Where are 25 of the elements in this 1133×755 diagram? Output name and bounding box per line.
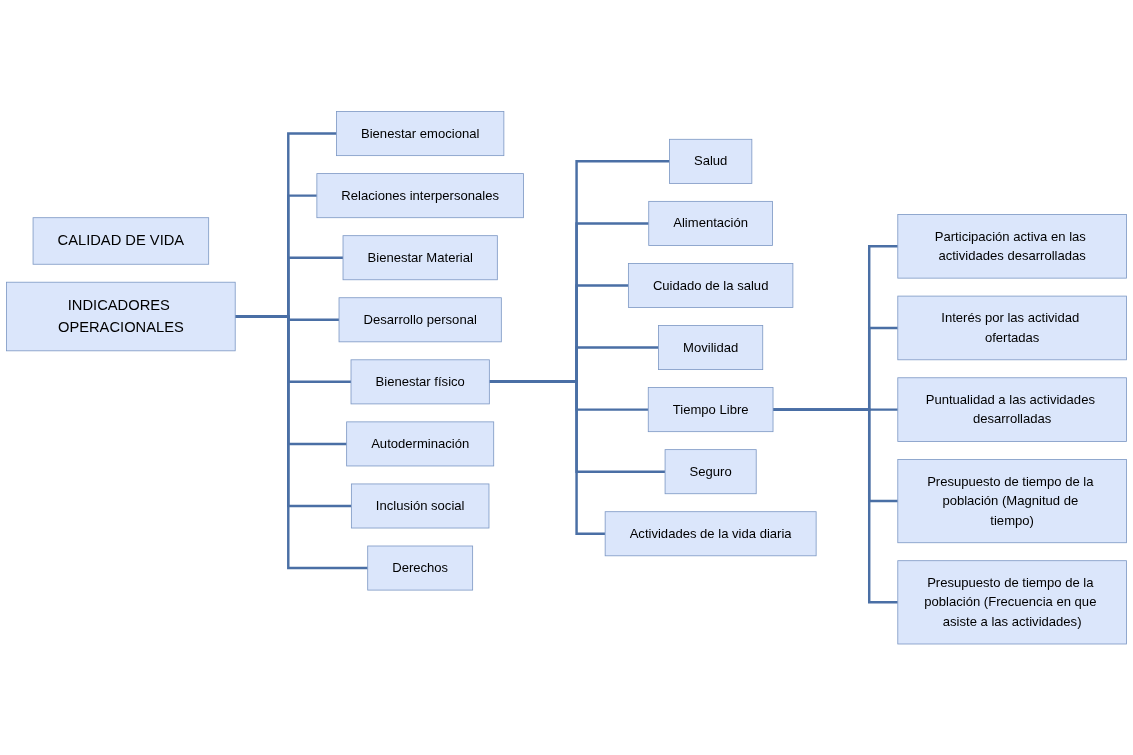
- node-box: Cuidado de la salud: [628, 262, 794, 308]
- connector: [235, 315, 368, 569]
- node-box: Participación activa en las actividades desarrolladas: [897, 213, 1127, 279]
- node-box: Relaciones interpersonales: [316, 172, 524, 218]
- connector: [773, 408, 898, 604]
- node-box: Autoderminación: [346, 421, 495, 467]
- node-box: Alimentación: [648, 200, 773, 246]
- node-box: Derechos: [367, 545, 474, 591]
- node-box: INDICADORES OPERACIONALES: [6, 281, 236, 351]
- node-box: Inclusión social: [350, 483, 490, 529]
- node-box: Movilidad: [658, 324, 764, 370]
- node-box: Actividades de la vida diaria: [604, 511, 817, 556]
- connector: [489, 380, 606, 535]
- node-box: CALIDAD DE VIDA: [32, 217, 210, 265]
- node-box: Salud: [669, 138, 753, 184]
- node-box: Interés por las actividad ofertadas: [897, 295, 1127, 360]
- node-box: Bienestar físico: [350, 359, 490, 405]
- node-box: Presupuesto de tiempo de la población (Magnitud de tiempo): [897, 458, 1127, 543]
- node-box: Bienestar emocional: [336, 110, 505, 156]
- node-box: Bienestar Material: [342, 235, 498, 280]
- node-box: Puntualidad a las actividades desarrolladas: [897, 377, 1127, 442]
- node-box: Presupuesto de tiempo de la población (Frecuencia en que asiste a las actividades): [897, 560, 1127, 645]
- node-box: Desarrollo personal: [338, 297, 502, 342]
- node-box: Tiempo Libre: [647, 386, 774, 432]
- node-box: Seguro: [664, 448, 757, 494]
